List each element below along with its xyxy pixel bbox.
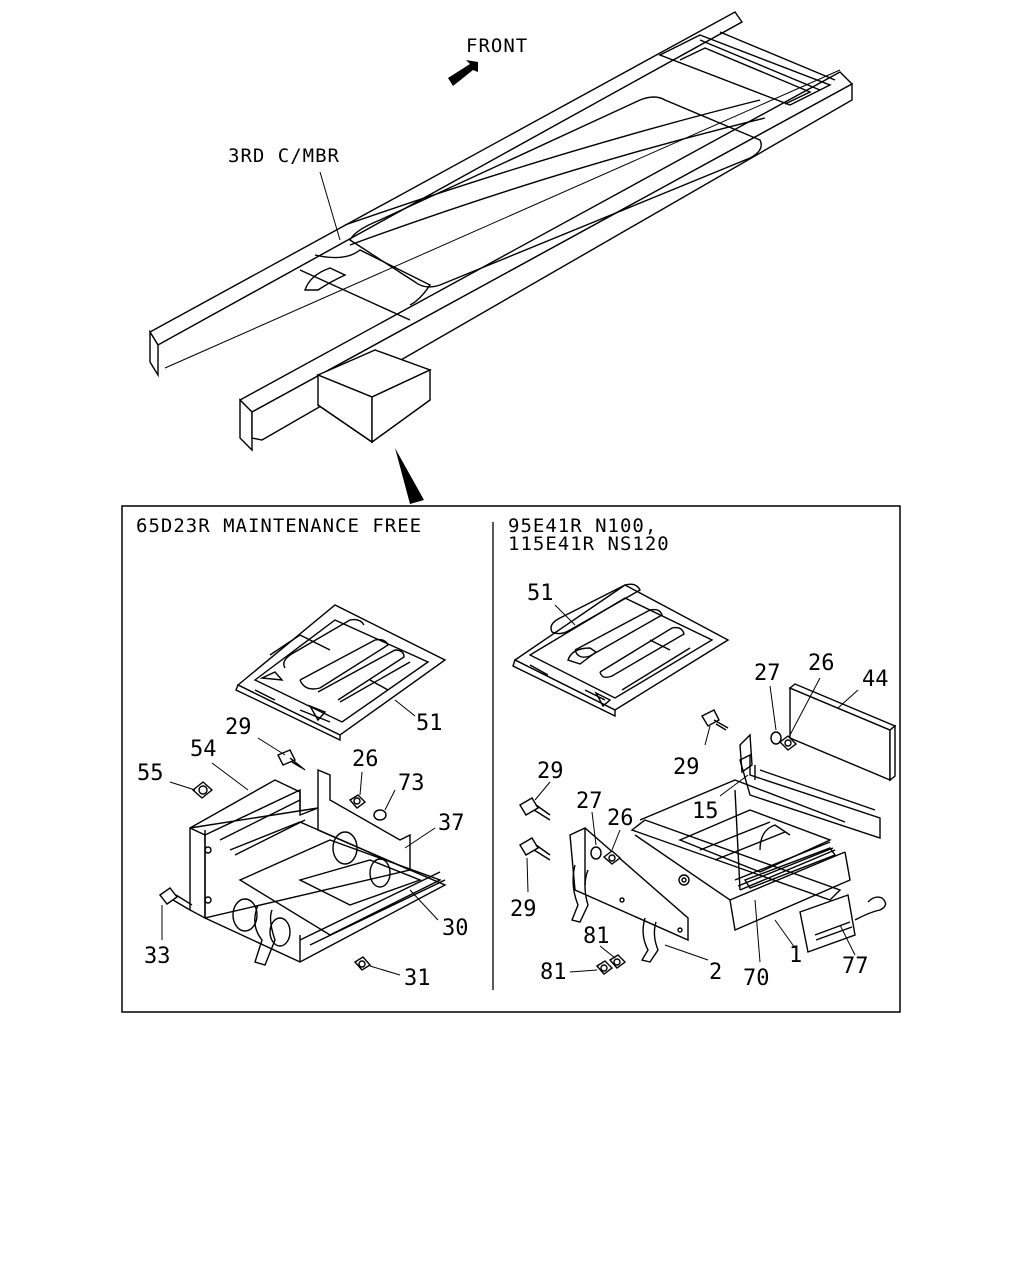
- part-label-55: 55: [137, 761, 164, 786]
- right-assembly: [512, 583, 897, 975]
- nut-26-right-upper: [778, 735, 798, 751]
- bolt-29-right-mid: [519, 797, 551, 821]
- detail-panel-border: [121, 505, 901, 1013]
- part-label-26-upper: 26: [808, 651, 835, 676]
- part-label-31: 31: [404, 966, 431, 991]
- part-label-51-left: 51: [416, 711, 443, 736]
- part-label-81-upper: 81: [583, 924, 610, 949]
- part-label-1: 1: [789, 943, 802, 968]
- washer-27-right-upper: [770, 731, 782, 745]
- part-label-29-mid: 29: [537, 759, 564, 784]
- part-label-2: 2: [709, 960, 722, 985]
- front-label: FRONT: [466, 35, 528, 57]
- part-label-54: 54: [190, 737, 217, 762]
- nut-26-right-lower: [602, 850, 622, 865]
- part-label-27-lower: 27: [576, 789, 603, 814]
- part-label-44: 44: [862, 667, 889, 692]
- chassis-frame: [149, 11, 854, 504]
- left-panel-title: 65D23R MAINTENANCE FREE: [136, 515, 422, 537]
- part-label-29-lower: 29: [510, 897, 537, 922]
- left-assembly: [158, 604, 447, 976]
- part-label-37: 37: [438, 811, 465, 836]
- part-label-51-right: 51: [527, 581, 554, 606]
- nut-81-lower: [595, 960, 614, 975]
- nut-81-upper: [608, 954, 627, 969]
- bolt-29-right-upper: [701, 709, 729, 731]
- bolt-33: [158, 887, 193, 911]
- washer-27-right-lower: [590, 846, 602, 860]
- part-label-26-left: 26: [352, 747, 379, 772]
- right-panel-title-line2: 115E41R NS120: [508, 533, 670, 555]
- bolt-55: [191, 781, 214, 799]
- bolt-29-right-lower: [519, 837, 551, 861]
- nut-26-left: [348, 794, 367, 809]
- part-label-26-lower: 26: [607, 806, 634, 831]
- part-label-33: 33: [144, 944, 171, 969]
- part-label-73: 73: [398, 771, 425, 796]
- part-label-30: 30: [442, 916, 469, 941]
- part-label-81-lower: 81: [540, 960, 567, 985]
- nut-31: [353, 956, 372, 971]
- part-label-70: 70: [743, 966, 770, 991]
- part-label-29-left: 29: [225, 715, 252, 740]
- washer-73: [373, 809, 387, 821]
- part-label-15: 15: [692, 799, 719, 824]
- part-label-29-upper: 29: [673, 755, 700, 780]
- part-label-27-upper: 27: [754, 661, 781, 686]
- part-label-77: 77: [842, 954, 869, 979]
- third-cross-member-label: 3RD C/MBR: [228, 145, 340, 167]
- right-panel-title-line1: 95E41R N100,: [508, 515, 657, 537]
